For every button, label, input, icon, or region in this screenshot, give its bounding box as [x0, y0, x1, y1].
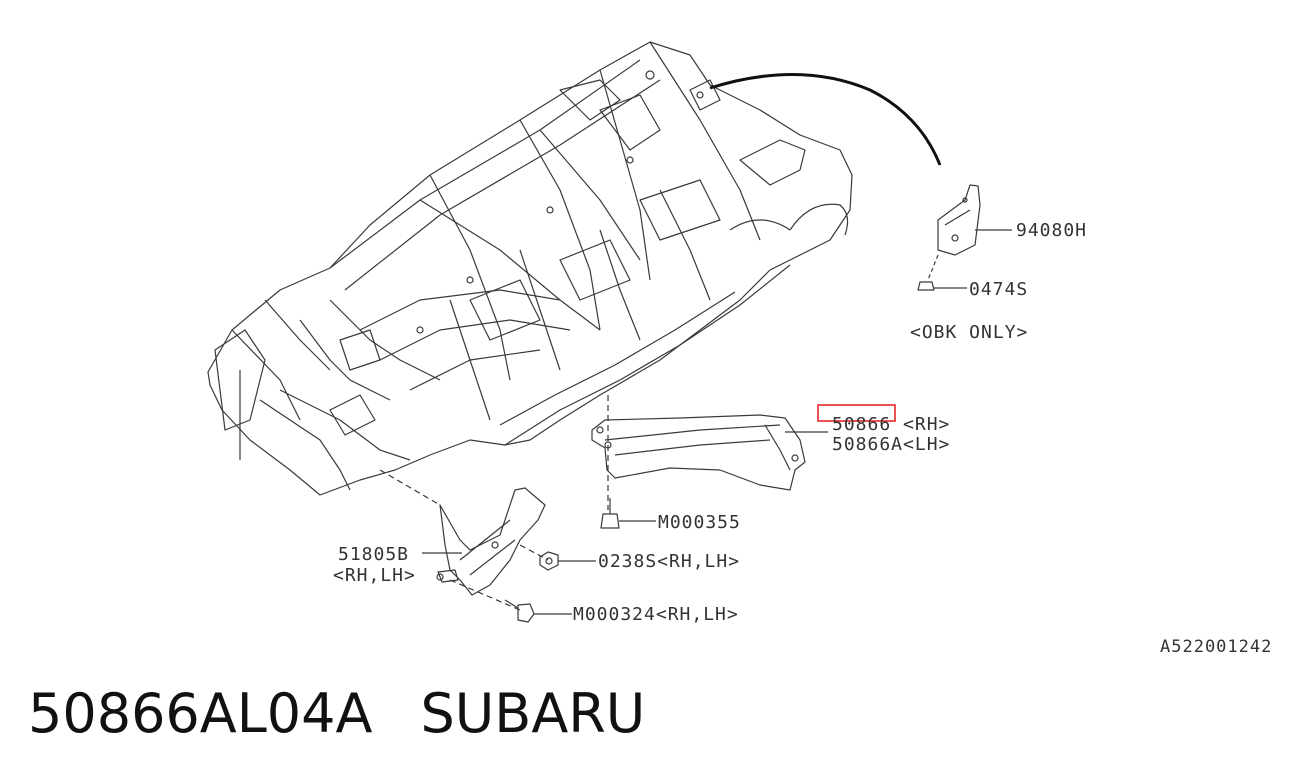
label-0474s: 0474S — [969, 279, 1028, 300]
label-m000355: M000355 — [658, 512, 741, 533]
brand-name: SUBARU — [420, 682, 646, 745]
reinforcement-50866 — [591, 395, 828, 510]
bolt-m000355 — [600, 498, 656, 529]
label-0238s: 0238S<RH,LH> — [598, 551, 740, 572]
label-obk-only: <OBK ONLY> — [910, 322, 1028, 343]
caption: 50866AL04A SUBARU — [28, 682, 645, 745]
label-50866a-lh: 50866A<LH> — [832, 434, 950, 455]
bolt-m000324 — [504, 599, 572, 623]
screw-0474s — [917, 254, 967, 291]
part-number: 50866AL04A — [28, 682, 373, 745]
bracket-94080h — [937, 184, 1012, 256]
label-94080h: 94080H — [1016, 220, 1087, 241]
label-50866-rh: 50866 <RH> — [832, 414, 950, 435]
car-body-shell — [207, 41, 853, 496]
nut-0238s — [539, 551, 596, 571]
label-m000324: M000324<RH,LH> — [573, 604, 739, 625]
bracket-51805b — [379, 469, 549, 611]
label-51805b-side: <RH,LH> — [333, 565, 416, 586]
reference-arc — [709, 73, 942, 166]
label-51805b: 51805B — [338, 544, 409, 565]
diagram-reference-code: A522001242 — [1160, 637, 1272, 657]
highlight-box — [817, 404, 896, 422]
